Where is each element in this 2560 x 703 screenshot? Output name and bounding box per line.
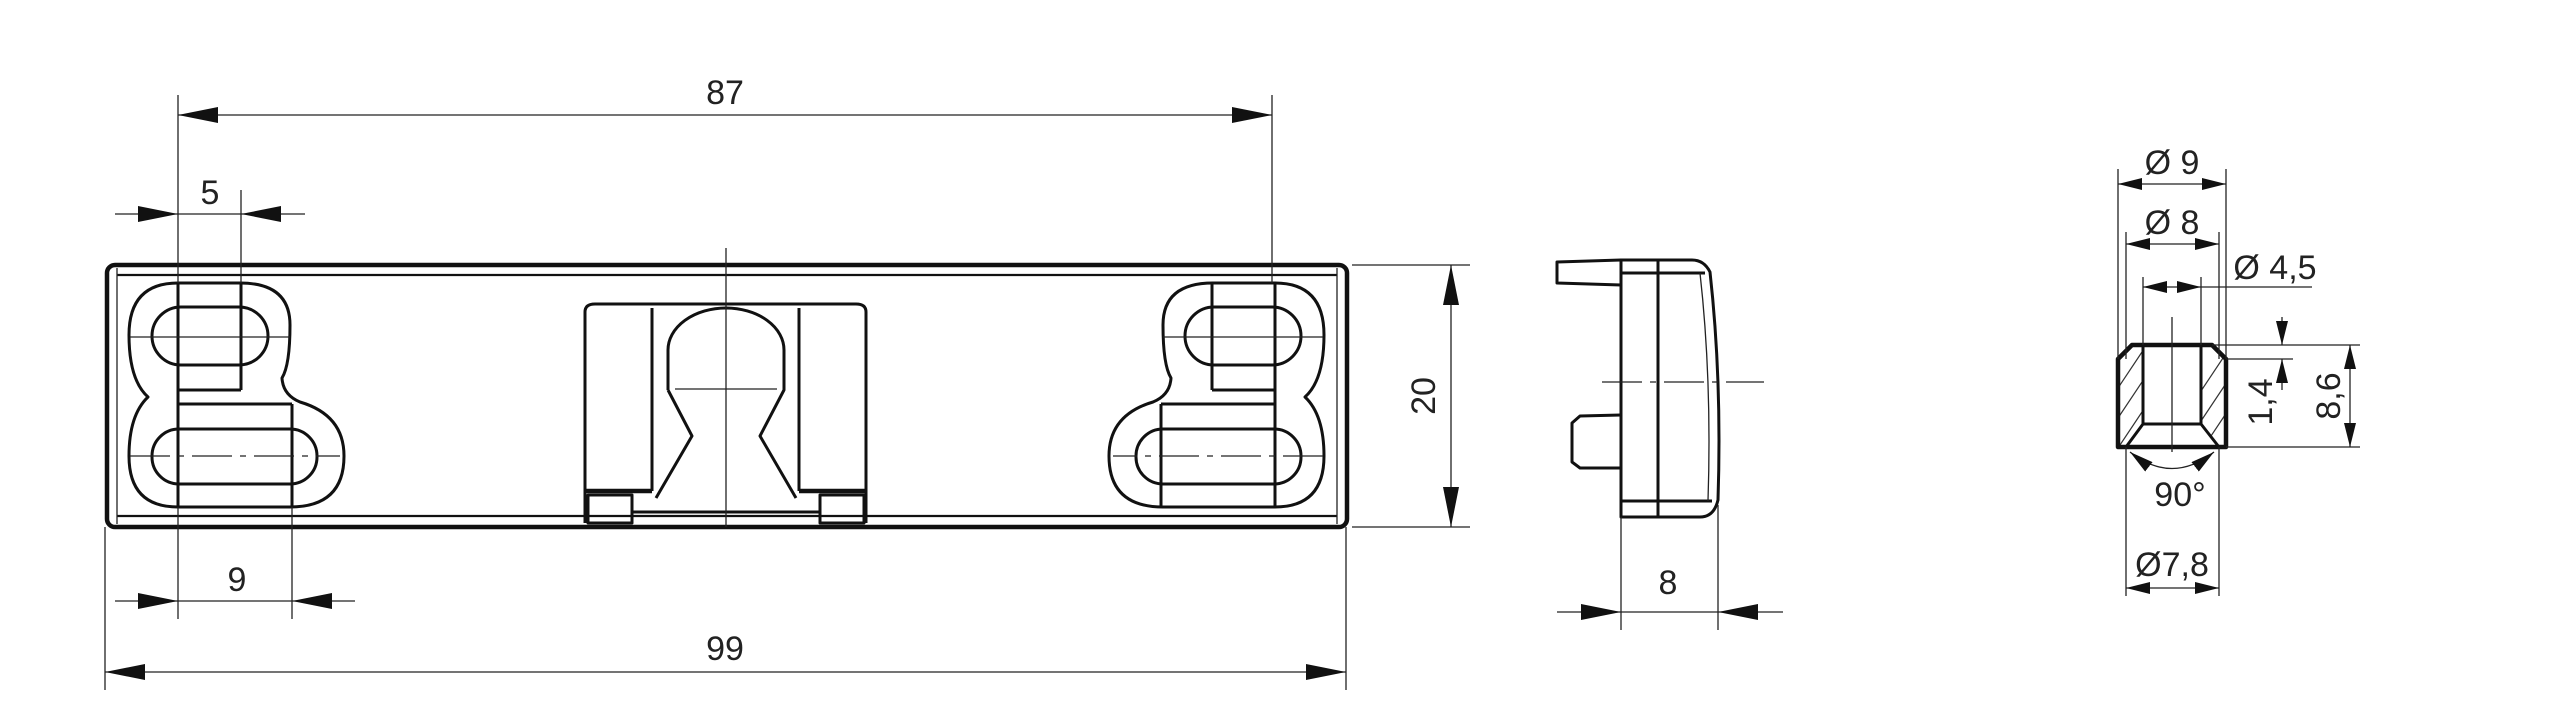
dimension-dia-4-5: Ø 4,5 <box>2142 249 2317 345</box>
side-view: 8 <box>1555 258 1783 630</box>
dimension-dia-8: Ø 8 <box>2125 204 2220 359</box>
dimension-label-5: 5 <box>201 174 220 212</box>
dimension-label-8: 8 <box>1659 564 1678 602</box>
dimension-8: 8 <box>1557 505 1783 630</box>
dimension-label-1-4: 1,4 <box>2242 378 2280 425</box>
hatch-left <box>2118 345 2143 447</box>
dimension-dia-9: Ø 9 <box>2117 144 2227 359</box>
dimension-99: 99 <box>104 527 1347 690</box>
dimension-label-dia-8: Ø 8 <box>2145 204 2200 242</box>
front-view: 87 5 9 99 20 <box>104 74 1470 690</box>
dimension-8-6: 8,6 <box>2226 345 2360 448</box>
section-view: Ø 9 Ø 8 Ø 4,5 1,4 8,6 <box>2115 144 2360 596</box>
dimension-dia-7-8: Ø7,8 <box>2125 447 2220 596</box>
dimension-label-8-6: 8,6 <box>2310 372 2348 419</box>
dimension-label-20: 20 <box>1405 377 1443 415</box>
right-mounting-slots <box>1107 281 1326 509</box>
dimension-20: 20 <box>1352 264 1470 528</box>
dimension-label-dia-4-5: Ø 4,5 <box>2233 249 2316 287</box>
dimension-label-99: 99 <box>706 630 744 668</box>
plate-outline <box>104 262 1350 530</box>
dimension-label-dia-7-8: Ø7,8 <box>2135 546 2209 584</box>
dimension-label-90-deg: 90° <box>2154 476 2205 514</box>
dimension-5: 5 <box>115 174 305 283</box>
dimension-angle-90: 90° <box>2129 451 2215 514</box>
dimension-label-dia-9: Ø 9 <box>2145 144 2200 182</box>
dimension-87: 87 <box>177 74 1273 283</box>
dimension-1-4: 1,4 <box>2212 317 2360 426</box>
dimension-label-87: 87 <box>706 74 744 112</box>
left-mounting-slots <box>127 281 346 509</box>
dimension-9: 9 <box>115 507 355 619</box>
dimension-label-9: 9 <box>228 561 247 599</box>
